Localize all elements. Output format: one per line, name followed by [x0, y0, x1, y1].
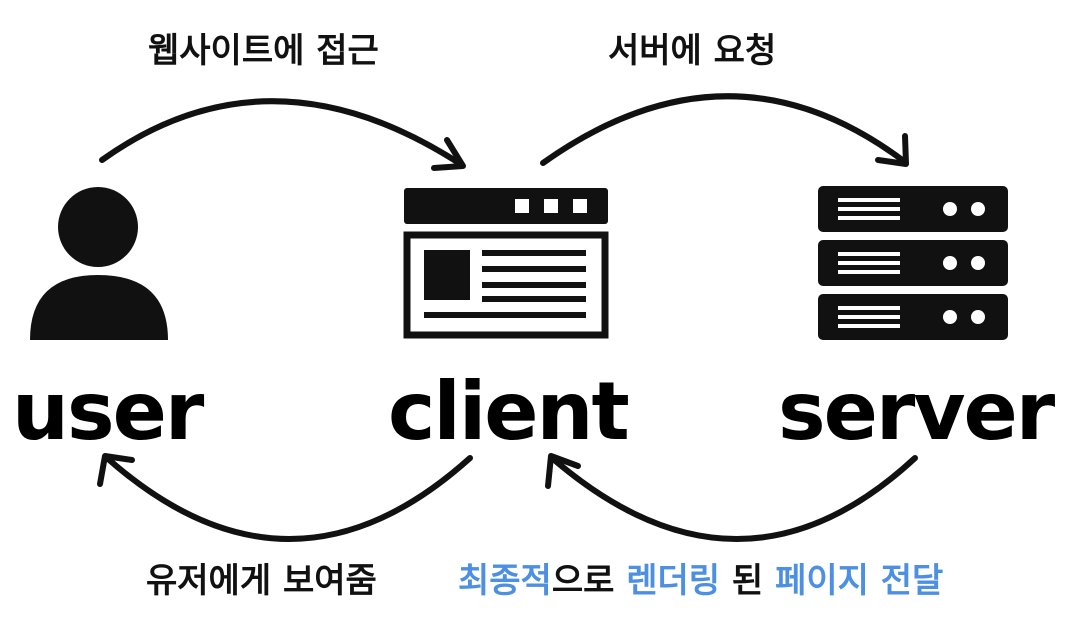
arrow-user-to-client: [99, 98, 465, 168]
label-client-to-user: 유저에게 보여줌: [146, 561, 377, 601]
arrowhead-client-to-server: [875, 133, 909, 167]
text-particle: 된: [720, 561, 776, 601]
arrowhead-user-to-client: [431, 137, 466, 171]
highlight-rendered: 렌더링: [626, 561, 721, 601]
server-rack-icon: [818, 186, 1008, 340]
browser-window-icon: [403, 188, 609, 339]
highlight-deliver: 전달: [880, 561, 944, 601]
arrow-client-to-server: [540, 93, 908, 166]
arrowhead-server-to-client: [545, 453, 581, 489]
arrow-client-to-user: [104, 455, 473, 542]
node-label-server: server: [778, 365, 1055, 458]
label-user-to-client: 웹사이트에 접근: [148, 31, 379, 71]
node-label-client: client: [388, 365, 630, 458]
highlight-final: 최종적: [458, 561, 552, 601]
arrow-server-to-client: [549, 455, 918, 542]
text-particle: 으로: [551, 561, 627, 601]
text-space: [869, 561, 881, 601]
user-icon: [30, 187, 168, 340]
node-label-user: user: [12, 365, 204, 458]
label-client-to-server: 서버에 요청: [608, 31, 777, 71]
highlight-page: 페이지: [775, 561, 869, 601]
arrowhead-client-to-user: [97, 453, 135, 487]
label-server-to-client: 최종적으로 렌더링 된 페이지 전달: [458, 564, 943, 598]
